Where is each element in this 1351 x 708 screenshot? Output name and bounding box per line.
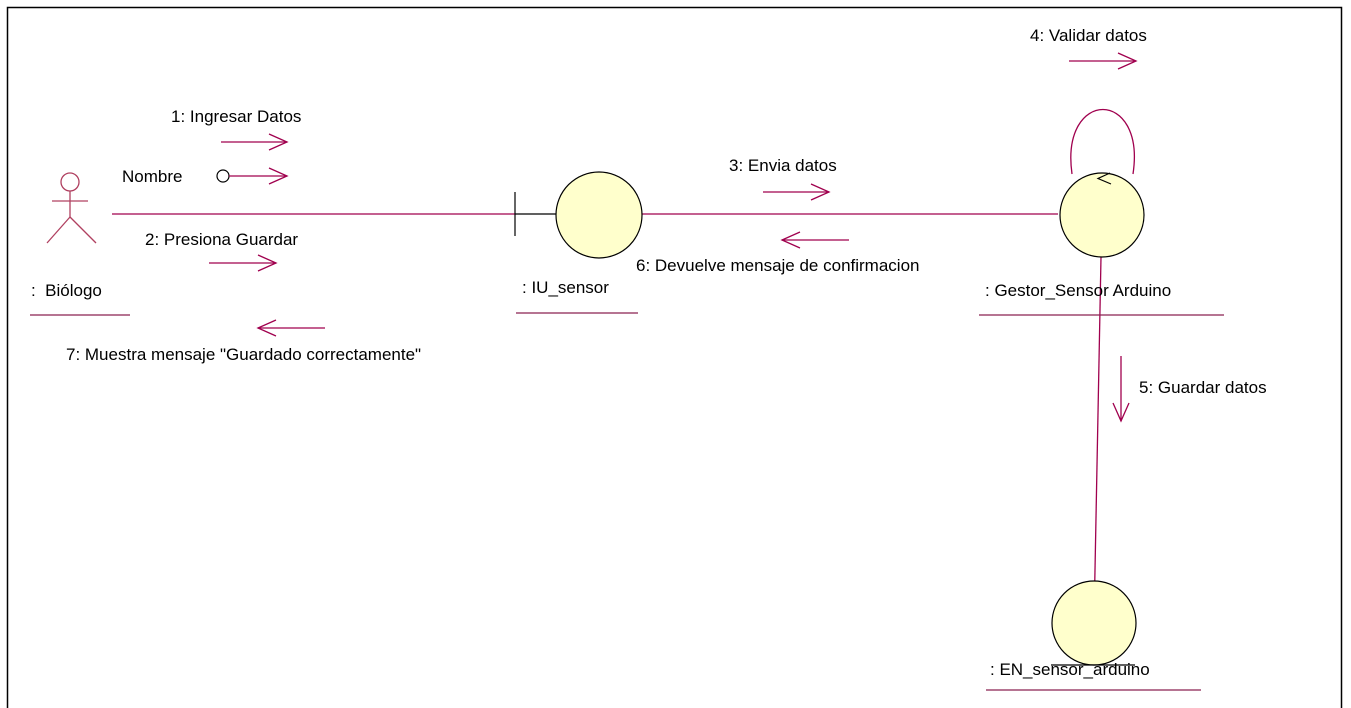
object-iu-sensor-label: : IU_sensor [522, 278, 609, 297]
actor-stick-figure-icon [46, 172, 97, 244]
entity-icon [1051, 580, 1137, 666]
message-6-arrow [780, 231, 849, 249]
interface-nombre-label: Nombre [122, 167, 182, 186]
message-1-arrow [221, 133, 289, 151]
message-7-label: 7: Muestra mensaje "Guardado correctamen… [66, 345, 421, 364]
message-3-label: 3: Envia datos [729, 156, 837, 175]
interface-nombre: Nombre [122, 167, 230, 186]
message-5-label: 5: Guardar datos [1139, 378, 1267, 397]
message-2-label: 2: Presiona Guardar [145, 230, 298, 249]
actor-biologo[interactable]: : Biólogo [30, 172, 130, 316]
link-control-entity [1093, 256, 1102, 623]
link-control-self [1070, 109, 1135, 175]
object-gestor-sensor[interactable]: : Gestor_Sensor Arduino [979, 172, 1224, 316]
boundary-icon [514, 171, 643, 259]
object-gestor-sensor-label: : Gestor_Sensor Arduino [985, 281, 1171, 300]
message-4-label: 4: Validar datos [1030, 26, 1147, 45]
object-en-sensor-arduino-label: : EN_sensor_arduino [990, 660, 1150, 679]
control-icon [1059, 172, 1145, 258]
object-en-sensor-arduino[interactable]: : EN_sensor_arduino [986, 580, 1201, 691]
actor-label: : Biólogo [31, 281, 102, 300]
lollipop-icon [216, 169, 230, 183]
message-2-arrow [209, 254, 278, 272]
message-5-arrow [1112, 356, 1130, 423]
message-7-arrow [256, 319, 325, 337]
object-iu-sensor[interactable]: : IU_sensor [514, 171, 643, 314]
message-1-label: 1: Ingresar Datos [171, 107, 301, 126]
message-nombre-arrow [229, 167, 289, 185]
message-6-label: 6: Devuelve mensaje de confirmacion [636, 256, 919, 275]
message-4-arrow [1069, 52, 1138, 70]
message-3-arrow [763, 183, 831, 201]
diagram-frame [6, 6, 1343, 708]
